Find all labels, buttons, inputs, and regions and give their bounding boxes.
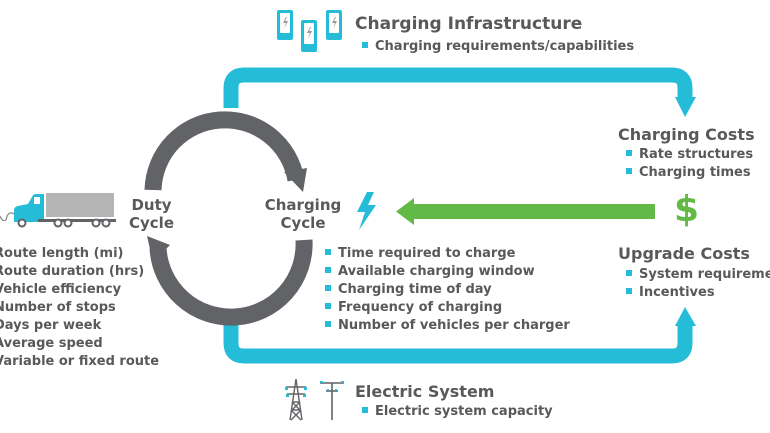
top-flow-arrowhead — [675, 97, 696, 117]
list-item: Route length (mi) — [0, 246, 124, 261]
electric-system-title: Electric System — [355, 382, 495, 401]
bullet — [325, 249, 331, 255]
electric-truck-icon — [0, 193, 116, 228]
cycle-arrow-top — [144, 111, 305, 191]
list-item: Available charging window — [325, 263, 570, 281]
cycle-arrowhead-top — [284, 168, 307, 192]
bullet — [626, 168, 632, 174]
bullet — [362, 407, 368, 413]
list-item: Average speed — [0, 336, 103, 351]
list-item: Charging requirements/capabilities — [362, 38, 634, 56]
list-item: Rate structures — [626, 146, 753, 164]
list-item: Frequency of charging — [325, 299, 570, 317]
list-item: Electric system capacity — [362, 403, 553, 421]
list-item: System requiremer — [626, 266, 770, 284]
list-item: Number of stops — [0, 300, 116, 315]
bullet — [626, 288, 632, 294]
charging-cycle-list: Time required to charge Available chargi… — [325, 245, 570, 335]
list-item: Route duration (hrs) — [0, 264, 145, 279]
charging-stations-icon — [277, 10, 342, 52]
list-item: Time required to charge — [325, 245, 570, 263]
upgrade-costs-title: Upgrade Costs — [618, 244, 750, 263]
upgrade-costs-list: System requiremer Incentives — [626, 266, 770, 302]
cycle-arrowhead-bottom — [147, 236, 170, 262]
charging-infrastructure-title: Charging Infrastructure — [355, 14, 583, 34]
list-item: Incentives — [626, 284, 770, 302]
bullet — [626, 150, 632, 156]
bullet — [325, 321, 331, 327]
duty-cycle-list: Route length (mi) Route duration (hrs) V… — [0, 245, 159, 371]
charging-infrastructure-list: Charging requirements/capabilities — [362, 38, 634, 56]
cycle-arrow-bottom — [149, 239, 313, 326]
bottom-flow-arrow — [223, 317, 693, 364]
charging-cycle-title: Charging Cycle — [264, 196, 342, 232]
bullet — [325, 267, 331, 273]
list-item: Variable or fixed route — [0, 354, 160, 369]
bullet — [325, 285, 331, 291]
list-item: Charging times — [626, 164, 753, 182]
lightning-bolt-icon — [357, 192, 376, 230]
bullet — [626, 270, 632, 276]
charging-costs-list: Rate structures Charging times — [626, 146, 753, 182]
list-item: Vehicle efficiency — [0, 282, 122, 297]
bullet — [362, 42, 368, 48]
power-transmission-tower-icon — [285, 378, 344, 421]
green-arrowhead — [396, 198, 414, 225]
duty-cycle-title: Duty Cycle — [129, 196, 174, 232]
bullet — [325, 303, 331, 309]
top-flow-arrow — [223, 67, 693, 108]
electric-system-list: Electric system capacity — [362, 403, 553, 421]
charging-costs-title: Charging Costs — [618, 125, 755, 144]
green-arrow-shaft — [412, 204, 655, 219]
list-item: Charging time of day — [325, 281, 570, 299]
list-item: Number of vehicles per charger — [325, 317, 570, 335]
list-item: Days per week — [0, 318, 102, 333]
dollar-sign-icon: $ — [674, 189, 700, 230]
bottom-flow-arrowhead — [675, 307, 696, 326]
